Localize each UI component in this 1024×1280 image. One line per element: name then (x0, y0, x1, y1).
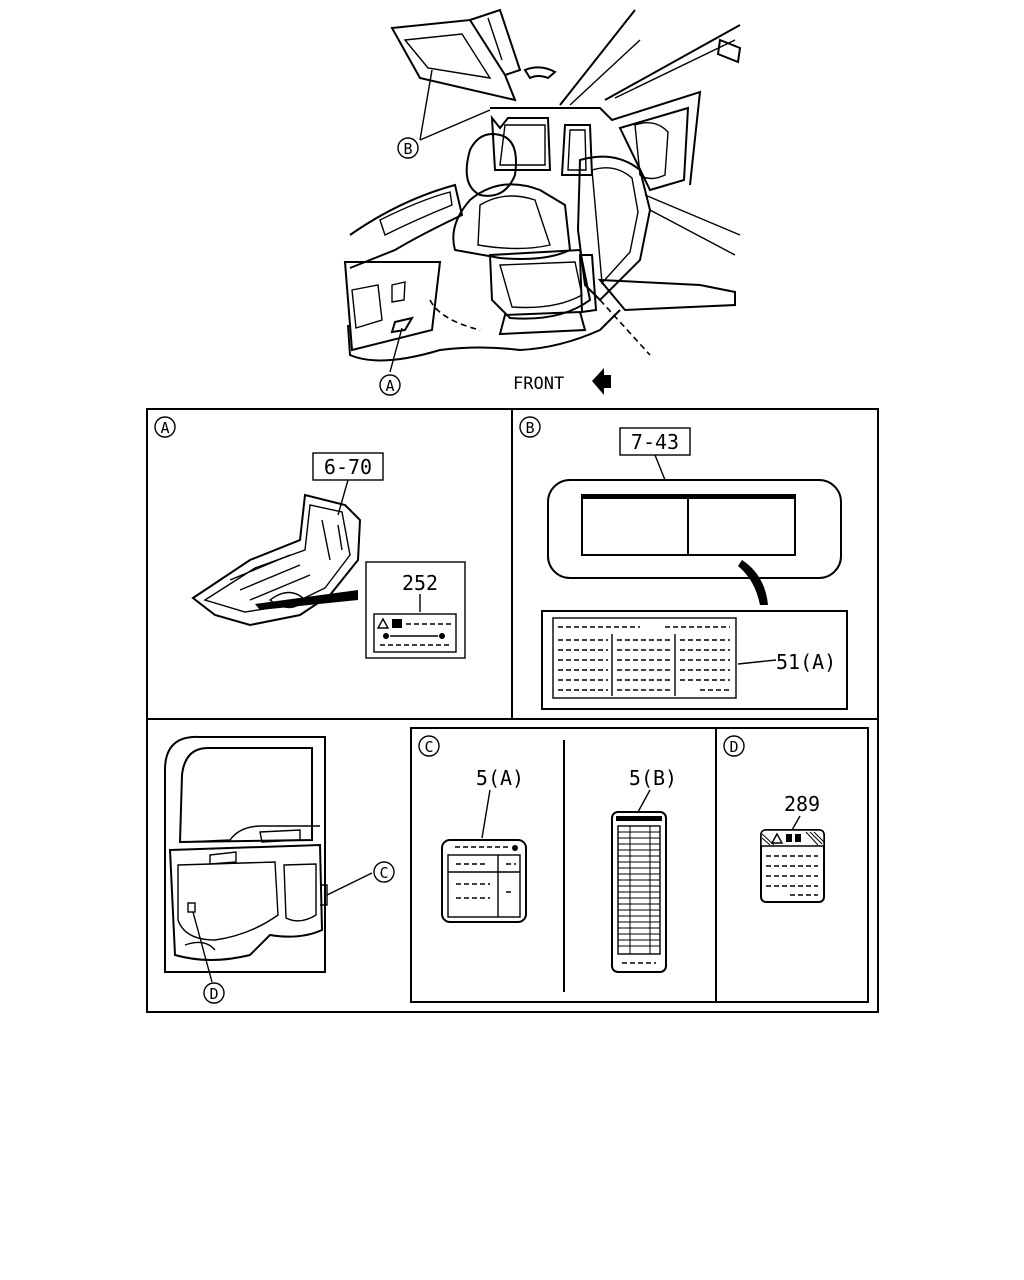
svg-text:B: B (525, 419, 534, 437)
label-252-box (365, 561, 466, 659)
label-5a (441, 839, 527, 923)
panel-d-frame (715, 727, 869, 1003)
panel-d: D 289 (723, 735, 825, 903)
label-5b (611, 811, 667, 973)
callout-d-door: D (203, 982, 225, 1004)
front-label: FRONT (513, 374, 564, 394)
label-51a (552, 617, 737, 699)
callout-b-overview: B (397, 137, 419, 159)
callout-a-overview: A (379, 374, 401, 396)
panel-a: A 6-70 252 (154, 416, 466, 659)
svg-text:6-70: 6-70 (324, 455, 372, 479)
svg-text:5(B): 5(B) (629, 766, 677, 790)
label-51a-box (541, 610, 848, 710)
callout-c-door: C (373, 861, 395, 883)
svg-text:289: 289 (784, 792, 820, 816)
svg-text:A: A (160, 419, 169, 437)
svg-text:C: C (424, 738, 433, 756)
sun-visor (547, 479, 842, 579)
svg-text:5(A): 5(A) (476, 766, 524, 790)
svg-text:D: D (729, 738, 738, 756)
cab-interior-overview (343, 8, 742, 373)
door-panel (164, 735, 373, 983)
svg-text:D: D (209, 985, 218, 1003)
bottom-frame (146, 718, 879, 1013)
svg-text:B: B (403, 140, 412, 158)
label-252 (373, 613, 457, 653)
front-arrow-icon (592, 368, 611, 395)
panel-c: C 5(A) 5(B) (418, 735, 677, 973)
panel-b: B 7-43 (519, 416, 848, 710)
svg-text:C: C (379, 864, 388, 882)
svg-text:7-43: 7-43 (631, 430, 679, 454)
svg-text:A: A (385, 377, 394, 395)
svg-text:252: 252 (402, 571, 438, 595)
svg-text:51(A): 51(A) (776, 650, 836, 674)
